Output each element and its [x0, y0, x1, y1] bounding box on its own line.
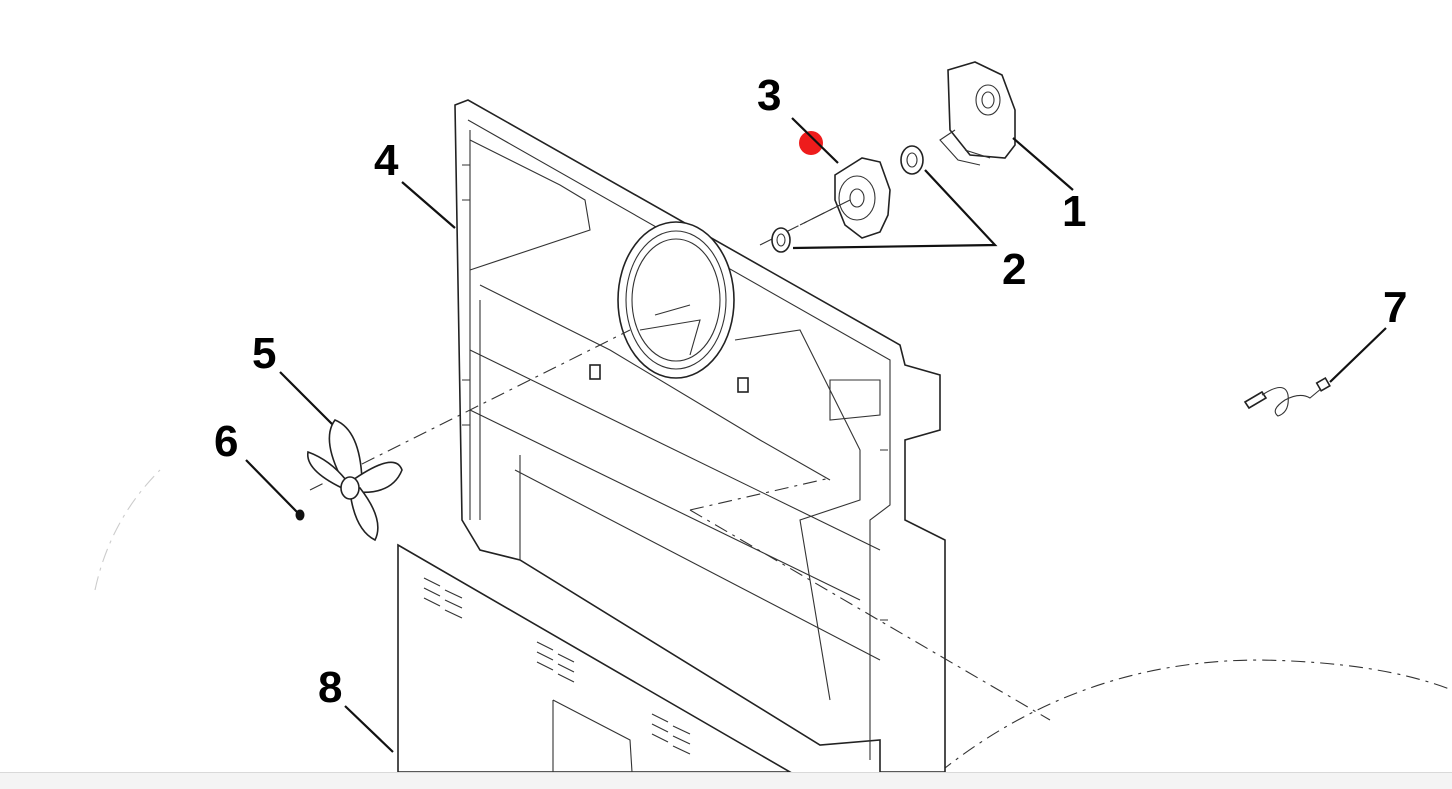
- callout-2: 2: [1002, 245, 1026, 294]
- leader-lines: [245, 117, 1387, 753]
- assembly-axis-line-3: [689, 477, 831, 511]
- fan-motor: [799, 157, 891, 239]
- bottom-scroll-bar: [0, 772, 1452, 789]
- liner-outline: [939, 659, 1452, 772]
- motor-grommet: [771, 145, 924, 253]
- fan-motor-cover: [939, 61, 1016, 166]
- assembly-axis-line-2: [689, 509, 1051, 721]
- fan-blade-nut: [295, 509, 305, 521]
- assembly-axis-line: [309, 329, 631, 491]
- callout-8: 8: [318, 663, 342, 712]
- thermistor-sensor: [1243, 376, 1331, 417]
- callout-1: 1: [1062, 187, 1086, 236]
- callout-7: 7: [1383, 283, 1407, 332]
- evaporator-cover-housing: [454, 99, 946, 772]
- callout-3: 3: [757, 71, 781, 120]
- highlight-dot: [799, 131, 823, 155]
- grille-vents: [423, 577, 691, 755]
- liner-outline-left: [94, 469, 161, 591]
- callout-5: 5: [252, 329, 276, 378]
- fan-blade: [307, 419, 403, 542]
- callout-4: 4: [374, 136, 399, 185]
- front-grille-panel: [397, 543, 792, 772]
- exploded-parts-diagram: 1 2 3 4 5 6 7 8: [94, 61, 1452, 772]
- callout-6: 6: [214, 417, 238, 466]
